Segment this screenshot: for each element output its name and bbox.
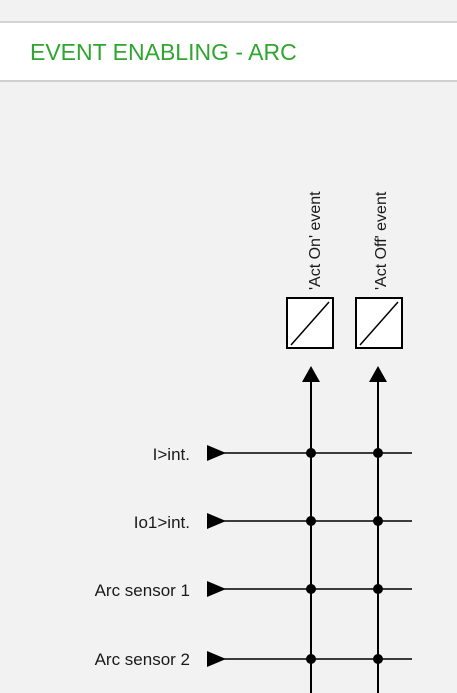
- arrow-up-icon: [302, 366, 320, 382]
- junction-act-off[interactable]: [373, 584, 383, 594]
- arrow-up-icon: [369, 366, 387, 382]
- column-label-act-off: 'Act Off' event: [373, 191, 390, 290]
- input-arrow-icon: [207, 513, 226, 529]
- section-header: EVENT ENABLING - ARC: [0, 23, 457, 82]
- column-label-act-on: 'Act On' event: [307, 191, 324, 290]
- row-label: Arc sensor 2: [95, 650, 190, 669]
- junction-act-on[interactable]: [306, 654, 316, 664]
- junction-act-off[interactable]: [373, 654, 383, 664]
- row-label: Io1>int.: [134, 513, 190, 532]
- column-symbol-act-on[interactable]: [286, 297, 334, 349]
- junction-act-off[interactable]: [373, 516, 383, 526]
- logic-diagram: 'Act On' event 'Act Off' event I>int. Io…: [95, 191, 412, 693]
- row-label: I>int.: [153, 445, 190, 464]
- junction-act-on[interactable]: [306, 448, 316, 458]
- page-title: EVENT ENABLING - ARC: [30, 39, 297, 65]
- column-symbol-act-off[interactable]: [355, 297, 403, 349]
- row-label: Arc sensor 1: [95, 581, 190, 600]
- junction-act-on[interactable]: [306, 516, 316, 526]
- input-arrow-icon: [207, 445, 226, 461]
- input-arrow-icon: [207, 581, 226, 597]
- top-strip: [0, 0, 457, 23]
- input-arrow-icon: [207, 651, 226, 667]
- event-enabling-diagram: 'Act On' event 'Act Off' event I>int. Io…: [0, 82, 457, 693]
- junction-act-off[interactable]: [373, 448, 383, 458]
- junction-act-on[interactable]: [306, 584, 316, 594]
